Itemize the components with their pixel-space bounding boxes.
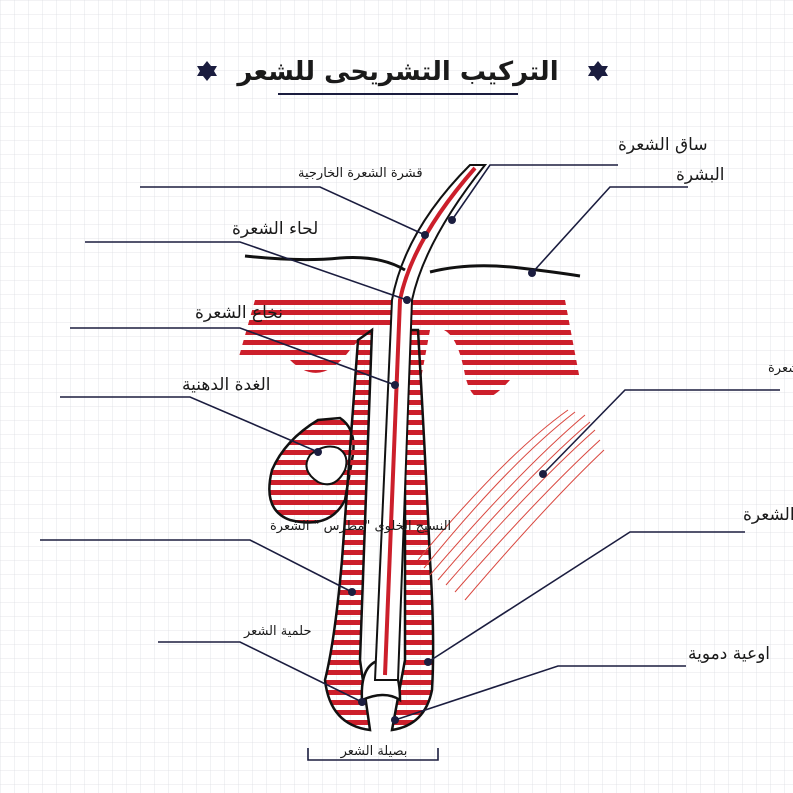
label-papilla: حلمية الشعر [243, 624, 312, 639]
label-matrix: النسيج الخلوى "مطرس " الشعرة [270, 519, 451, 534]
star-icon [588, 61, 608, 81]
label-blood-vessels: اوعية دموية [688, 644, 770, 664]
sebaceous-gland-lobe [305, 445, 348, 486]
label-cuticle: قشرة الشعرة الخارجية [298, 166, 423, 181]
follicle-wall-right [390, 328, 435, 732]
label-arrector-muscle: العضلة الموقفه للشعرة [768, 361, 793, 376]
label-follicle: جريب الشعرة [743, 505, 793, 525]
leader-lines [40, 164, 780, 761]
label-sebaceous-gland: الغدة الدهنية [182, 375, 271, 395]
epidermis-line-right [429, 264, 581, 278]
label-epidermis: البشرة [676, 165, 725, 185]
hair-medulla [383, 166, 477, 676]
epidermis-line-left [244, 254, 406, 272]
labels: ساق الشعرة قشرة الشعرة الخارجية البشرة ل… [182, 135, 793, 759]
title-block: التركيب التشريحى للشعر [197, 57, 608, 95]
star-icon [197, 61, 217, 81]
label-medulla: نخاع الشعرة [195, 303, 283, 323]
follicle-wall-left [323, 327, 374, 732]
page-title: التركيب التشريحى للشعر [235, 57, 558, 87]
label-cortex: لحاء الشعرة [232, 219, 318, 239]
label-bulb: بصيلة الشعر [340, 744, 408, 759]
arrector-muscle [417, 409, 605, 601]
label-hair-shaft: ساق الشعرة [618, 135, 708, 155]
